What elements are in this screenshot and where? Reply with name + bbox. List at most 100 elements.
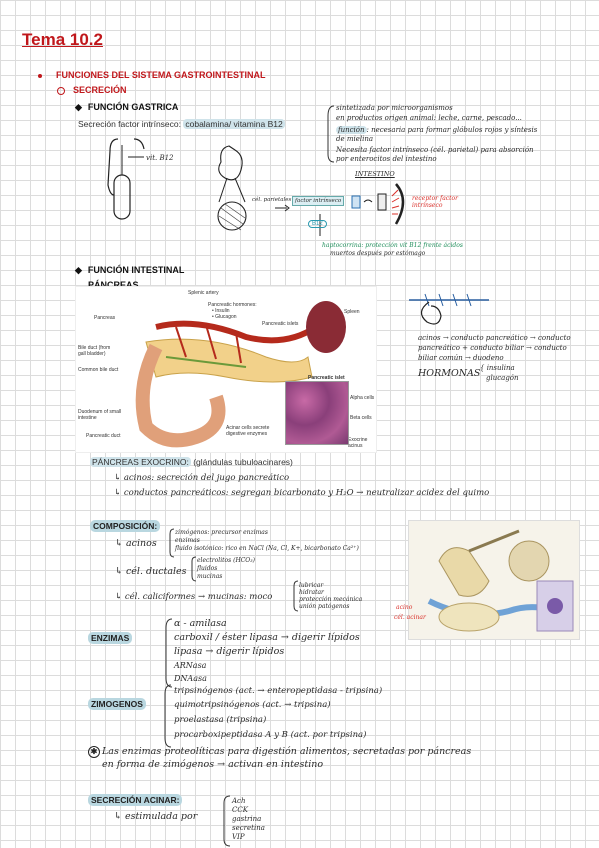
hormones-label: Pancreatic hormones: [208,302,257,308]
hormone-glucagon: • Glucagon [212,314,237,320]
enzima-3: lipasa → digerir lípidos [174,646,285,657]
intestinal-heading: ◆FUNCIÓN INTESTINAL [75,265,185,275]
note-line-6: por enterocitos del intestino [336,155,437,163]
section-heading: FUNCIONES DEL SISTEMA GASTROINTESTINAL [38,70,266,80]
cel-acinar-red-label: cél. acinar [394,614,426,621]
cel-parietales-label: cél. parietales [252,197,292,203]
composicion-label: COMPOSICIÓN: [90,520,161,532]
acinos-item-1: zimógenos: precursor enzimas [175,529,268,536]
page-title: Tema 10.2 [22,30,103,49]
gastrica-heading: ◆FUNCIÓN GASTRICA [75,102,179,112]
splenic-artery-label: Splenic artery [188,290,219,296]
exocrine-label: Exocrine acinus [348,437,368,449]
zimogeno-2: quimotripsinógenos (act. → tripsina) [174,700,331,710]
notes-bracket [327,105,335,163]
intestino-sketch-icon [351,183,405,225]
acinus-illustration [408,520,580,640]
pancreas-label: Pancreas [94,315,116,321]
diamond-bullet-icon: ◆ [75,102,82,112]
moco-item-1: lubricar [299,582,324,589]
note-line-3: función: necesaria para formar glóbulos … [336,126,538,134]
nota-line-2: en forma de zimógenos → activan en intes… [102,759,324,770]
acinus-drawing [427,529,574,632]
zimogenos-bracket [164,684,172,748]
islet-title-label: Pancreatic islet [308,375,345,381]
comp-ductales: ↳ cél. ductales [115,566,187,577]
islet-histology-image [285,381,349,445]
note-line-4: de mielina [336,135,374,143]
acinos-note-1: acinos → conducto pancreático → conducto [418,334,571,342]
duodenum-label: Duodenum of small intestine [78,409,122,421]
acino-red-label: acino [396,604,413,611]
exocrino-acinos: ↳ acinos: secreción del jugo pancreático [114,473,290,483]
nota-line-1: Las enzimas proteolíticas para digestión… [102,746,472,757]
enzimas-bracket [165,618,173,688]
stomach-sketch-icon [217,145,290,231]
acinos-item-3: fluido isotónico: rico en NaCl (Na, Cl, … [175,545,359,552]
acinar-stimulus: ↳ estimulada por [114,811,198,822]
pancreas-anatomy-drawing [135,301,346,448]
acinos-item-2: enzimas [175,537,200,544]
acinos-note-3: biliar común → duodeno [418,354,504,362]
enzima-2: carboxil / éster lipasa → digerir lípido… [174,632,360,643]
spleen-label: Spleen [344,309,360,315]
moco-item-4: unión patógenos [299,603,350,610]
haptocorrina-note: haptocorrina: protección vit B12 frente … [322,242,463,249]
body-sketch-icon [107,138,145,220]
b12-arrow [319,214,321,236]
enzima-5: DNAasa [174,674,207,683]
enzima-4: ARNasa [174,661,207,670]
cobalamina-highlight: cobalamina/ vitamina B12 [183,119,285,129]
beta-label: Beta cells [350,415,372,421]
acinar-item-1: Ach [232,797,246,805]
exocrino-line: PÁNCREAS EXOCRINO: (glándulas tubuloacin… [90,457,293,467]
ductales-item-1: electrolitos (HCO₃) [197,557,255,564]
acinos-note-2: pancreático + conducto biliar → conducto [418,344,567,352]
b12-tag: B12 [308,220,327,228]
acinar-label: Acinar cells secrete digestive enzymes [226,425,270,437]
subsection-heading: SECRECIÓN [57,85,127,95]
comp-caliciformes: ↳ cél. caliciformes → mucinas: moco [115,592,273,602]
diamond-bullet-icon: ◆ [75,265,82,275]
ductales-bracket [191,556,197,582]
secrecion-factor-text: Secreción factor intrínseco: cobalamina/… [78,119,285,129]
factor-intrinseco-box: factor intrínseco [292,196,345,206]
pancreas-heading: PÁNCREAS [88,280,139,290]
acinar-item-4: secretina [232,824,265,832]
bullet-ring-icon [57,86,65,95]
acini-sketch-icon [409,293,489,325]
hormone-insulin: • Insulin [212,308,230,314]
enzima-1: α - amilasa [174,618,227,629]
zimogeno-4: procarboxipeptidasa A y B (act. por trip… [174,730,367,740]
acinos-bracket [169,528,175,558]
acinar-item-2: CCK [232,806,248,814]
moco-item-3: protección mecánica [299,596,363,603]
common-bile-label: Common bile duct [78,367,119,373]
acinar-item-3: gastrina [232,815,262,823]
comp-acinos: ↳ acinos [115,538,157,549]
zimogeno-3: proelastasa (tripsina) [174,715,267,725]
panc-duct-label: Pancreatic duct [86,433,121,439]
alpha-label: Alpha cells [350,395,375,401]
ductales-item-2: fluidos [197,565,218,572]
receptor-label: receptor factor intrínseco [412,195,459,209]
exocrino-conductos: ↳ conductos pancreáticos: segregan bicar… [114,488,490,498]
exocrino-highlight: PÁNCREAS EXOCRINO: [90,457,191,467]
star-note-icon: ✱ [88,746,100,758]
vit-b12-label: vit. B12 [146,154,174,162]
bullet-dot-icon [38,73,42,78]
zimogenos-label: ZIMOGENOS [88,698,146,710]
bile-duct-label: Bile duct (from gall bladder) [78,345,111,357]
zimogeno-1: tripsinógenos (act. → enteropeptidasa - … [174,686,383,696]
hormonas-label: HORMONAS [418,368,481,379]
intestino-label: INTESTINO [355,170,395,178]
secrecion-acinar-label: SECRECIÓN ACINAR: [88,794,183,806]
enzimas-label: ENZIMAS [88,632,133,644]
hormona-glucagon: glucagón [486,374,519,382]
ductales-item-3: mucinas [197,573,223,580]
acinar-item-5: VIP [232,833,245,841]
note-line-2: en productos origen animal: leche, carne… [336,114,522,122]
note-line-1: sintetizada por microorganismos [336,104,453,112]
acinar-bracket [223,795,231,847]
hormona-insulina: { insulina [480,364,515,372]
